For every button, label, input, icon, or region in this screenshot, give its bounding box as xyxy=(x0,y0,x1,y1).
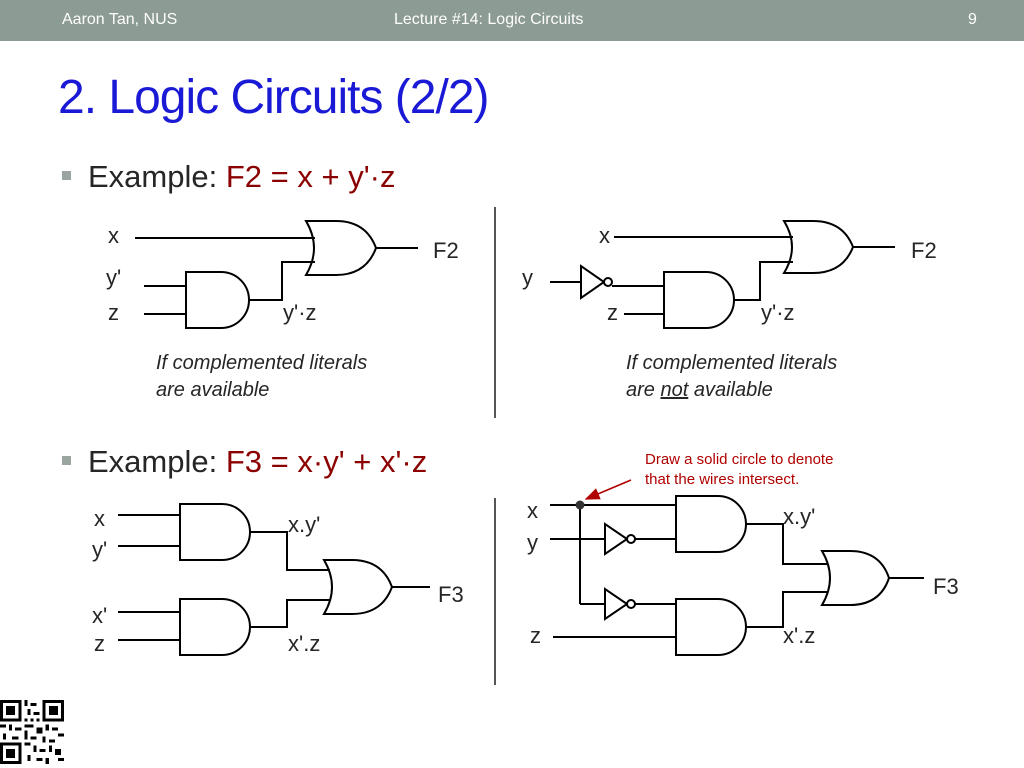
wire-bottom-to-or xyxy=(250,599,330,628)
wire-and-to-or xyxy=(249,261,315,301)
wire-and-to-or xyxy=(734,261,793,301)
bullet-square-icon xyxy=(62,456,71,466)
not-gate-y xyxy=(604,522,629,556)
wire-top-to-or xyxy=(250,531,330,571)
note-post: available xyxy=(688,379,773,401)
top-and-output-label: x.y' xyxy=(288,512,320,537)
output-f3-label: F3 xyxy=(933,574,959,599)
note-pre: are xyxy=(626,379,660,401)
circuit4-f3-not-complemented xyxy=(550,479,924,656)
input-z-label: z xyxy=(607,300,618,325)
note-line-2: are not available xyxy=(626,379,773,401)
annotation-arrow xyxy=(584,479,632,500)
wire-bottom-to-or xyxy=(746,591,828,628)
input-x-label: x xyxy=(108,223,119,248)
slide-header: Aaron Tan, NUS Lecture #14: Logic Circui… xyxy=(0,0,1024,41)
not-gate-x xyxy=(604,587,629,621)
slide-title: 2. Logic Circuits (2/2) xyxy=(58,71,489,124)
circuit2-f2-not-complemented xyxy=(550,220,895,329)
and-gate xyxy=(663,271,735,329)
annotation-line-2: that the wires intersect. xyxy=(645,471,799,488)
note-line-1: If complemented literals xyxy=(156,352,367,374)
boolean-expression: x·y' + x'·z xyxy=(297,444,428,479)
header-author: Aaron Tan, NUS xyxy=(62,11,178,28)
input-x-label: x xyxy=(599,223,610,248)
top-and-output-label: x.y' xyxy=(783,504,815,529)
page-number: 9 xyxy=(968,11,977,28)
equals-sign: = xyxy=(262,159,298,194)
annotation-line-1: Draw a solid circle to denote xyxy=(645,451,833,468)
and-output-label: y'·z xyxy=(283,300,317,325)
input-y-label: y xyxy=(527,530,538,555)
equals-sign: = xyxy=(262,444,298,479)
input-y-prime-label: y' xyxy=(92,537,107,562)
example-f3-bullet: Example: F3 = x·y' + x'·z xyxy=(62,444,427,480)
and-gate-bottom xyxy=(179,598,251,656)
input-y-label: y xyxy=(522,265,533,290)
or-gate xyxy=(322,559,394,615)
wire-top-to-or xyxy=(746,523,828,565)
bullet-square-icon xyxy=(62,171,71,181)
not-gate xyxy=(580,264,606,300)
not-bubble-x xyxy=(626,599,636,609)
header-lecture-title: Lecture #14: Logic Circuits xyxy=(394,11,584,28)
not-bubble xyxy=(603,277,613,287)
input-z-label: z xyxy=(108,300,119,325)
and-gate-top xyxy=(675,495,747,553)
and-output-label: y'·z xyxy=(761,300,795,325)
output-f2-label: F2 xyxy=(433,238,459,263)
and-gate xyxy=(185,271,250,329)
input-y-prime-label: y' xyxy=(106,265,121,290)
output-f3-label: F3 xyxy=(438,582,464,607)
example-f2-bullet: Example: F2 = x + y'·z xyxy=(62,159,395,195)
example-prefix: Example: xyxy=(88,159,226,194)
circuit1-f2-complemented xyxy=(135,220,418,329)
input-x-label: x xyxy=(527,498,538,523)
note-line-2: are available xyxy=(156,379,269,401)
and-gate-bottom xyxy=(675,598,747,656)
and-gate-top xyxy=(179,503,251,561)
example-prefix: Example: xyxy=(88,444,226,479)
or-gate xyxy=(820,550,891,606)
input-x-label: x xyxy=(94,506,105,531)
input-x-prime-label: x' xyxy=(92,603,107,628)
bottom-and-output-label: x'.z xyxy=(783,623,815,648)
output-f2-label: F2 xyxy=(911,238,937,263)
boolean-expression: x + y'·z xyxy=(297,159,396,194)
bottom-and-output-label: x'.z xyxy=(288,631,320,656)
qr-code xyxy=(0,700,64,764)
note-line-1: If complemented literals xyxy=(626,352,837,374)
input-z-label: z xyxy=(530,623,541,648)
circuit3-f3-complemented xyxy=(118,503,430,656)
function-name: F3 xyxy=(225,444,263,479)
junction-dot xyxy=(575,500,585,510)
input-z-label: z xyxy=(94,631,105,656)
or-gate xyxy=(304,220,378,276)
or-gate xyxy=(782,220,855,274)
note-not-emphasis: not xyxy=(660,379,689,401)
function-name: F2 xyxy=(225,159,263,194)
not-bubble-y xyxy=(626,534,636,544)
